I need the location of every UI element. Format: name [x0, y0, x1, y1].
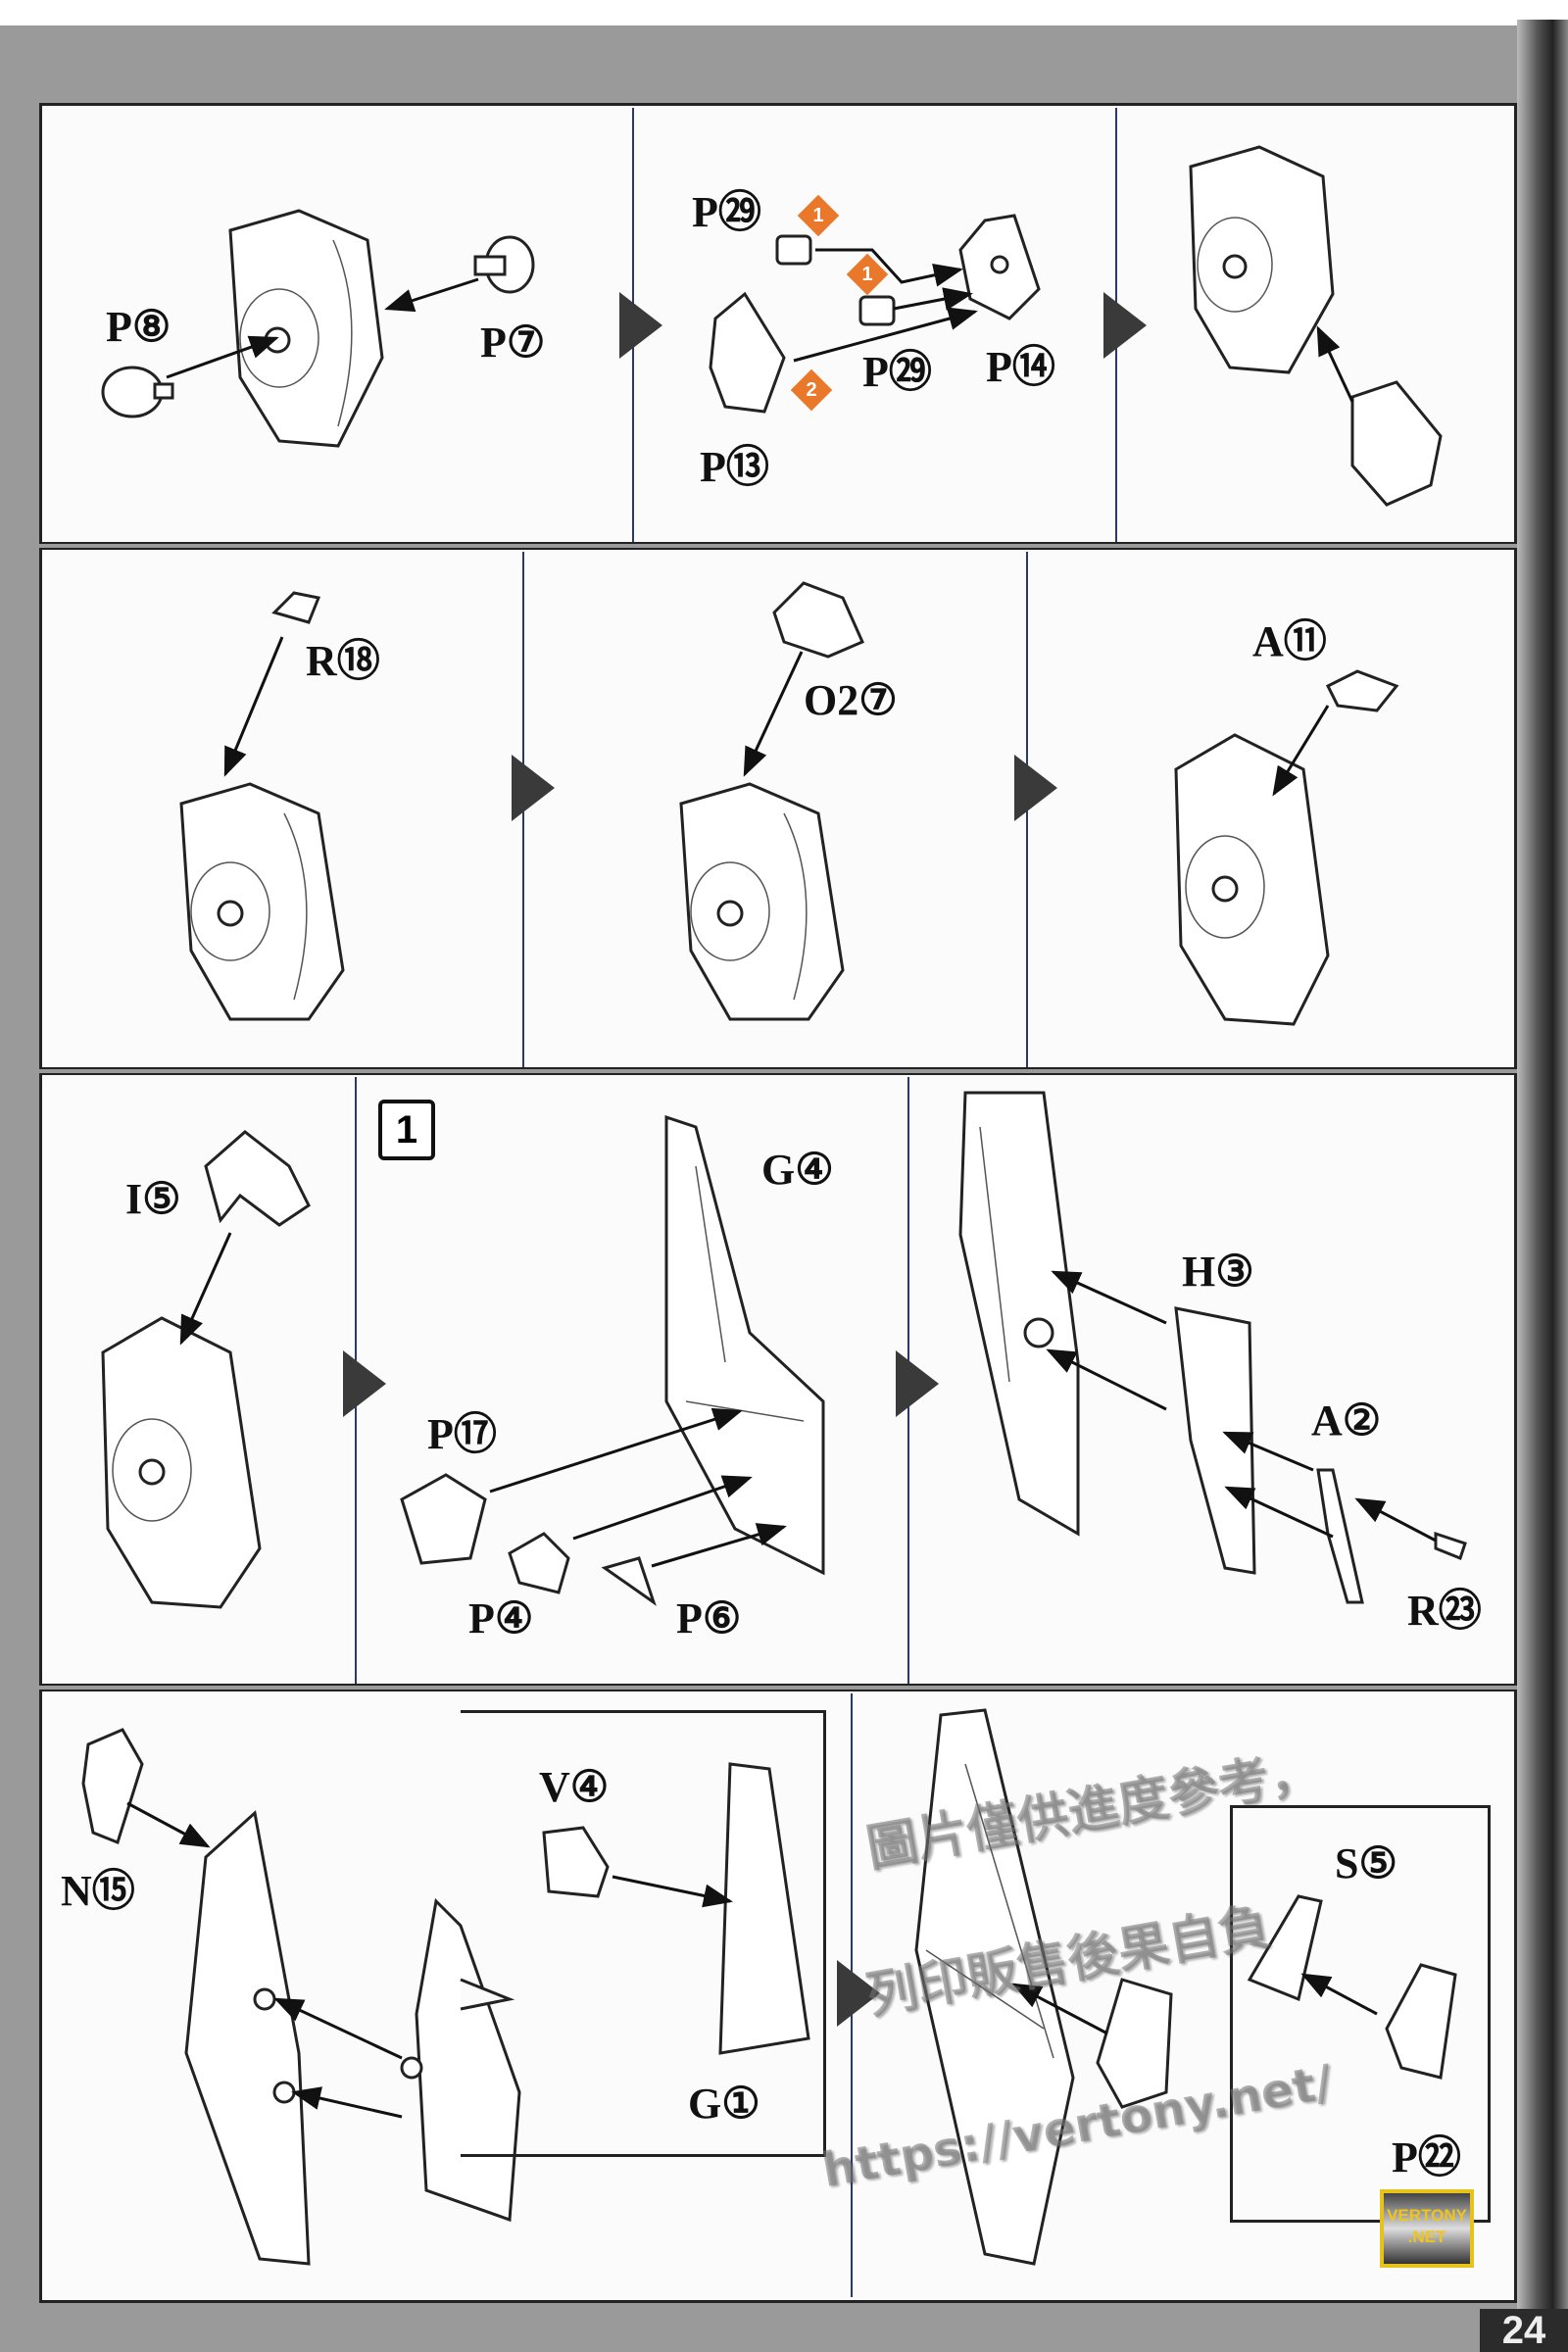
part-label: P④: [468, 1594, 534, 1642]
part-label: P㉙: [862, 348, 932, 396]
shoulder-block-drawing: [679, 782, 845, 1021]
part-label: I⑤: [125, 1175, 181, 1223]
page-number: 24: [1480, 2309, 1568, 2352]
part-o2-7-drawing: [772, 581, 864, 659]
row-divider: [39, 542, 1517, 550]
leg-outer-drawing: [184, 1810, 311, 2266]
shoulder-block-drawing: [101, 1316, 262, 1609]
page-edge: [0, 0, 1568, 25]
detail-inset-box: [1230, 1805, 1491, 2223]
book-spine: [1517, 20, 1568, 2352]
shoulder-block-drawing: [1174, 733, 1330, 1026]
part-r23-drawing: [1434, 1531, 1467, 1560]
part-label: R⑱: [306, 637, 380, 685]
part-g4-drawing: [664, 1114, 825, 1576]
part-label: P⑦: [480, 318, 546, 367]
part-label: N⑮: [61, 1867, 135, 1915]
next-step-arrow-icon: [837, 1960, 880, 2027]
part-p6-drawing: [601, 1556, 657, 1606]
part-label: P⑧: [106, 303, 172, 351]
part-label: P㉒: [1392, 2133, 1461, 2181]
part-label: G①: [688, 2080, 760, 2128]
next-step-arrow-icon: [896, 1350, 939, 1417]
next-step-arrow-icon: [1014, 755, 1057, 821]
part-a11-drawing: [1325, 669, 1399, 712]
part-label: P㉙: [692, 188, 761, 236]
order-marker: 1: [797, 194, 840, 237]
next-step-arrow-icon: [1103, 292, 1147, 359]
order-marker: 1: [846, 253, 889, 296]
part-p4-drawing: [508, 1532, 570, 1594]
part-label: G④: [761, 1146, 834, 1194]
part-v4-drawing: [542, 1826, 610, 1898]
next-step-arrow-icon: [343, 1350, 386, 1417]
step-number-badge: 1: [378, 1100, 435, 1160]
part-label: P⑥: [676, 1594, 742, 1642]
next-step-arrow-icon: [512, 755, 555, 821]
leg-inner-drawing: [400, 1897, 521, 2223]
part-p22-drawing: [1385, 1963, 1457, 2080]
part-label: H③: [1182, 1248, 1254, 1296]
part-label: R㉓: [1407, 1587, 1482, 1635]
next-step-arrow-icon: [619, 292, 662, 359]
part-p8-drawing: [101, 366, 174, 418]
leg-panel-drawing: [958, 1091, 1080, 1537]
row-divider: [39, 1067, 1517, 1075]
vertony-logo: VERTONY.NET: [1380, 2189, 1474, 2268]
part-label: O2⑦: [804, 676, 898, 724]
order-marker: 2: [790, 368, 833, 412]
part-p29-drawing: [858, 295, 896, 326]
leg-assembly-drawing: [914, 1708, 1075, 2266]
part-p7-drawing: [473, 235, 535, 294]
part-label: S⑤: [1335, 1839, 1397, 1887]
part-p17-drawing: [400, 1473, 487, 1565]
part-g1-drawing: [718, 1762, 810, 2055]
part-p29-drawing: [775, 234, 812, 266]
part-label: P⑭: [986, 343, 1055, 391]
part-n15-drawing: [81, 1728, 144, 1844]
part-label: A⑪: [1252, 617, 1327, 665]
row-divider: [39, 1684, 1517, 1691]
part-p14-drawing: [958, 214, 1041, 320]
part-r18-drawing: [271, 591, 321, 624]
shoulder-block-drawing: [1189, 145, 1335, 374]
part-s5-assembled-drawing: [1096, 1978, 1173, 2109]
detail-inset-box: [461, 1710, 826, 2157]
part-a2-drawing: [1316, 1468, 1364, 1604]
part-p13-drawing: [709, 291, 786, 414]
part-i5-drawing: [204, 1130, 311, 1227]
part-label: P⑰: [427, 1410, 497, 1458]
part-label: P⑬: [700, 443, 769, 491]
part-attach-drawing: [1350, 380, 1443, 507]
part-label: A②: [1311, 1396, 1382, 1445]
shoulder-block-drawing: [179, 782, 345, 1021]
part-label: V④: [539, 1763, 610, 1811]
